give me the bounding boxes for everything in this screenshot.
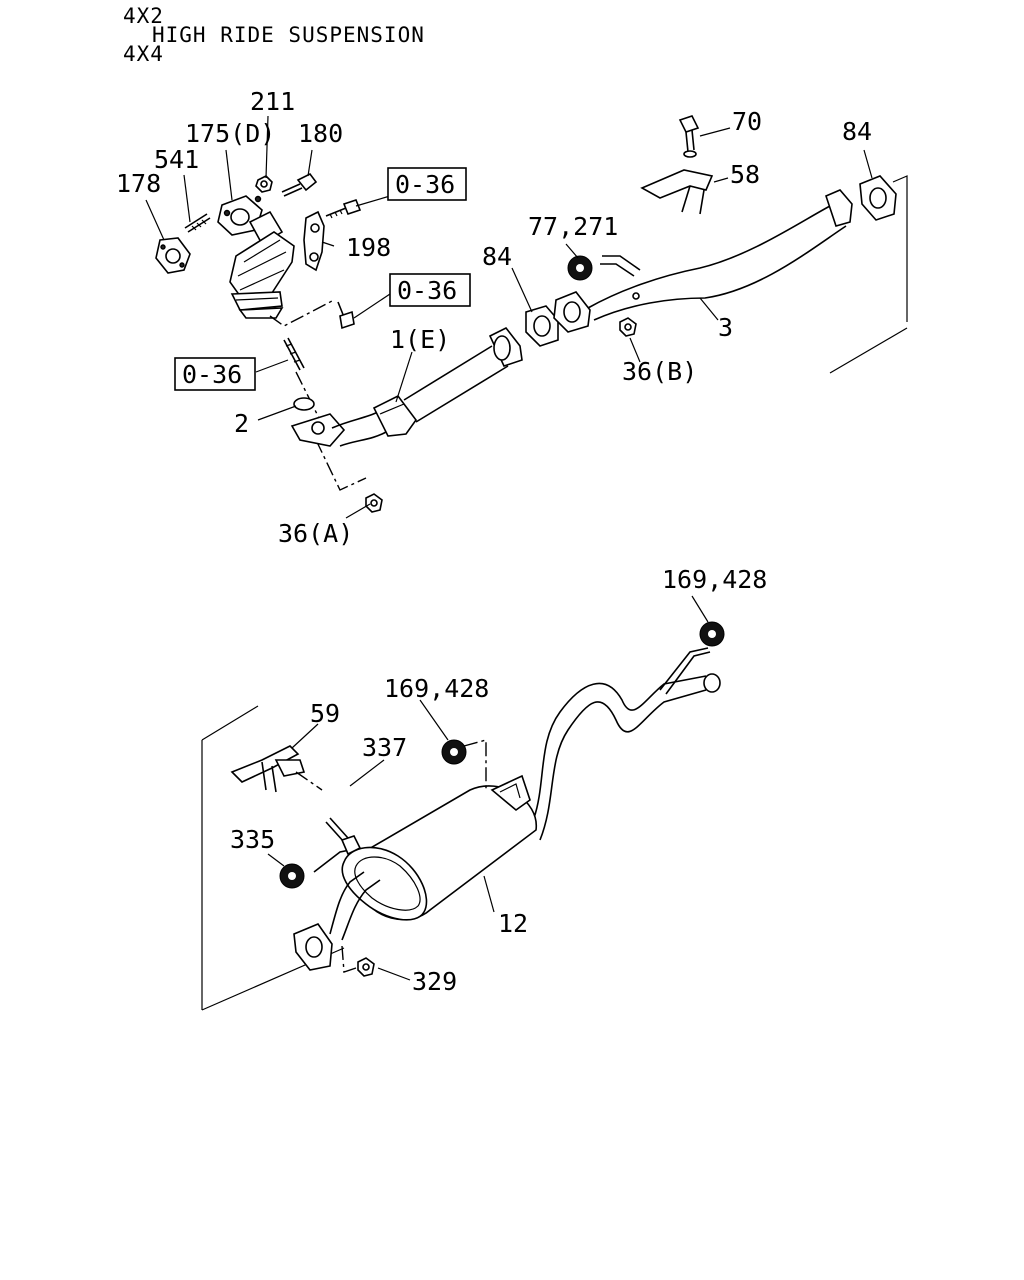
assembly-line-5: [341, 945, 357, 973]
center-pipe-part[interactable]: [553, 189, 853, 333]
assembly-line-3: [315, 439, 367, 491]
bolt-70-part[interactable]: [678, 115, 700, 158]
nut-211-part[interactable]: [255, 175, 273, 193]
rubber-mount-77-part[interactable]: [567, 255, 593, 281]
bracket-59-part[interactable]: [230, 745, 306, 793]
bracket-58-part[interactable]: [640, 169, 714, 215]
front-pipe-part[interactable]: [290, 326, 523, 447]
assembly-line-1: [269, 299, 335, 327]
callout-169-top: 169,428: [662, 565, 767, 594]
callout-58: 58: [730, 160, 760, 189]
leader-lines-lower: [267, 595, 709, 981]
reference-label-2: 0-36: [397, 276, 457, 305]
nut-36b-part[interactable]: [619, 317, 637, 337]
callout-70: 70: [732, 107, 762, 136]
callout-178: 178: [116, 169, 161, 198]
callout-541: 541: [154, 145, 199, 174]
gasket-84-right-part[interactable]: [859, 175, 897, 221]
stud-part[interactable]: [184, 213, 211, 233]
callout-180: 180: [298, 119, 343, 148]
header-line-4x2: 4X2: [123, 4, 164, 28]
assembly-line-6: [295, 771, 323, 791]
bolt-ref-upper-part[interactable]: [325, 199, 362, 219]
callout-59: 59: [310, 699, 340, 728]
reference-box-3[interactable]: 0-36: [174, 357, 256, 391]
tail-pipe-part[interactable]: [533, 647, 721, 841]
reference-box-1[interactable]: 0-36: [387, 167, 467, 201]
bolt-337-part[interactable]: [325, 817, 362, 856]
nut-329-part[interactable]: [357, 957, 375, 977]
rubber-mount-169-top-part[interactable]: [699, 621, 725, 647]
rubber-mount-169-middle-part[interactable]: [441, 739, 467, 765]
catalytic-converter-part[interactable]: [217, 195, 295, 319]
header-line-high-ride: HIGH RIDE SUSPENSION: [152, 23, 425, 47]
callout-337: 337: [362, 733, 407, 762]
callout-84-middle: 84: [482, 242, 512, 271]
callout-12: 12: [498, 909, 528, 938]
callout-169-middle: 169,428: [384, 674, 489, 703]
callout-2: 2: [234, 409, 249, 438]
assembly-line-4: [463, 739, 487, 790]
callout-36a: 36(A): [278, 519, 353, 548]
nut-36a-part[interactable]: [365, 493, 383, 513]
reference-label-1: 0-36: [395, 170, 455, 199]
bolt-180-part[interactable]: [281, 172, 318, 197]
callout-211: 211: [250, 87, 295, 116]
bolt-ref-middle-part[interactable]: [337, 301, 355, 330]
rubber-mount-335-part[interactable]: [279, 863, 305, 889]
callout-329: 329: [412, 967, 457, 996]
leader-lines-upper: [145, 115, 873, 519]
callout-335: 335: [230, 825, 275, 854]
inlet-pipe-part[interactable]: [293, 847, 381, 971]
callout-3: 3: [718, 313, 733, 342]
gasket-84-middle-part[interactable]: [525, 305, 559, 347]
reference-label-3: 0-36: [182, 360, 242, 389]
callout-36b: 36(B): [622, 357, 697, 386]
callout-84-right: 84: [842, 117, 872, 146]
reference-box-2[interactable]: 0-36: [389, 273, 471, 307]
stud-ref-lower-part[interactable]: [283, 337, 305, 371]
callout-175d: 175(D): [185, 119, 275, 148]
manifold-gasket-part[interactable]: [155, 237, 191, 274]
upper-frame-lines: [829, 175, 908, 374]
assembly-line-2: [295, 371, 321, 421]
header-line-4x4: 4X4: [123, 42, 164, 66]
callout-1e: 1(E): [390, 325, 450, 354]
callout-198: 198: [346, 233, 391, 262]
callout-77-271: 77,271: [528, 212, 618, 241]
gasket-ring-part[interactable]: [293, 397, 315, 411]
muffler-part[interactable]: [341, 774, 537, 921]
bracket-198-part[interactable]: [303, 210, 325, 272]
